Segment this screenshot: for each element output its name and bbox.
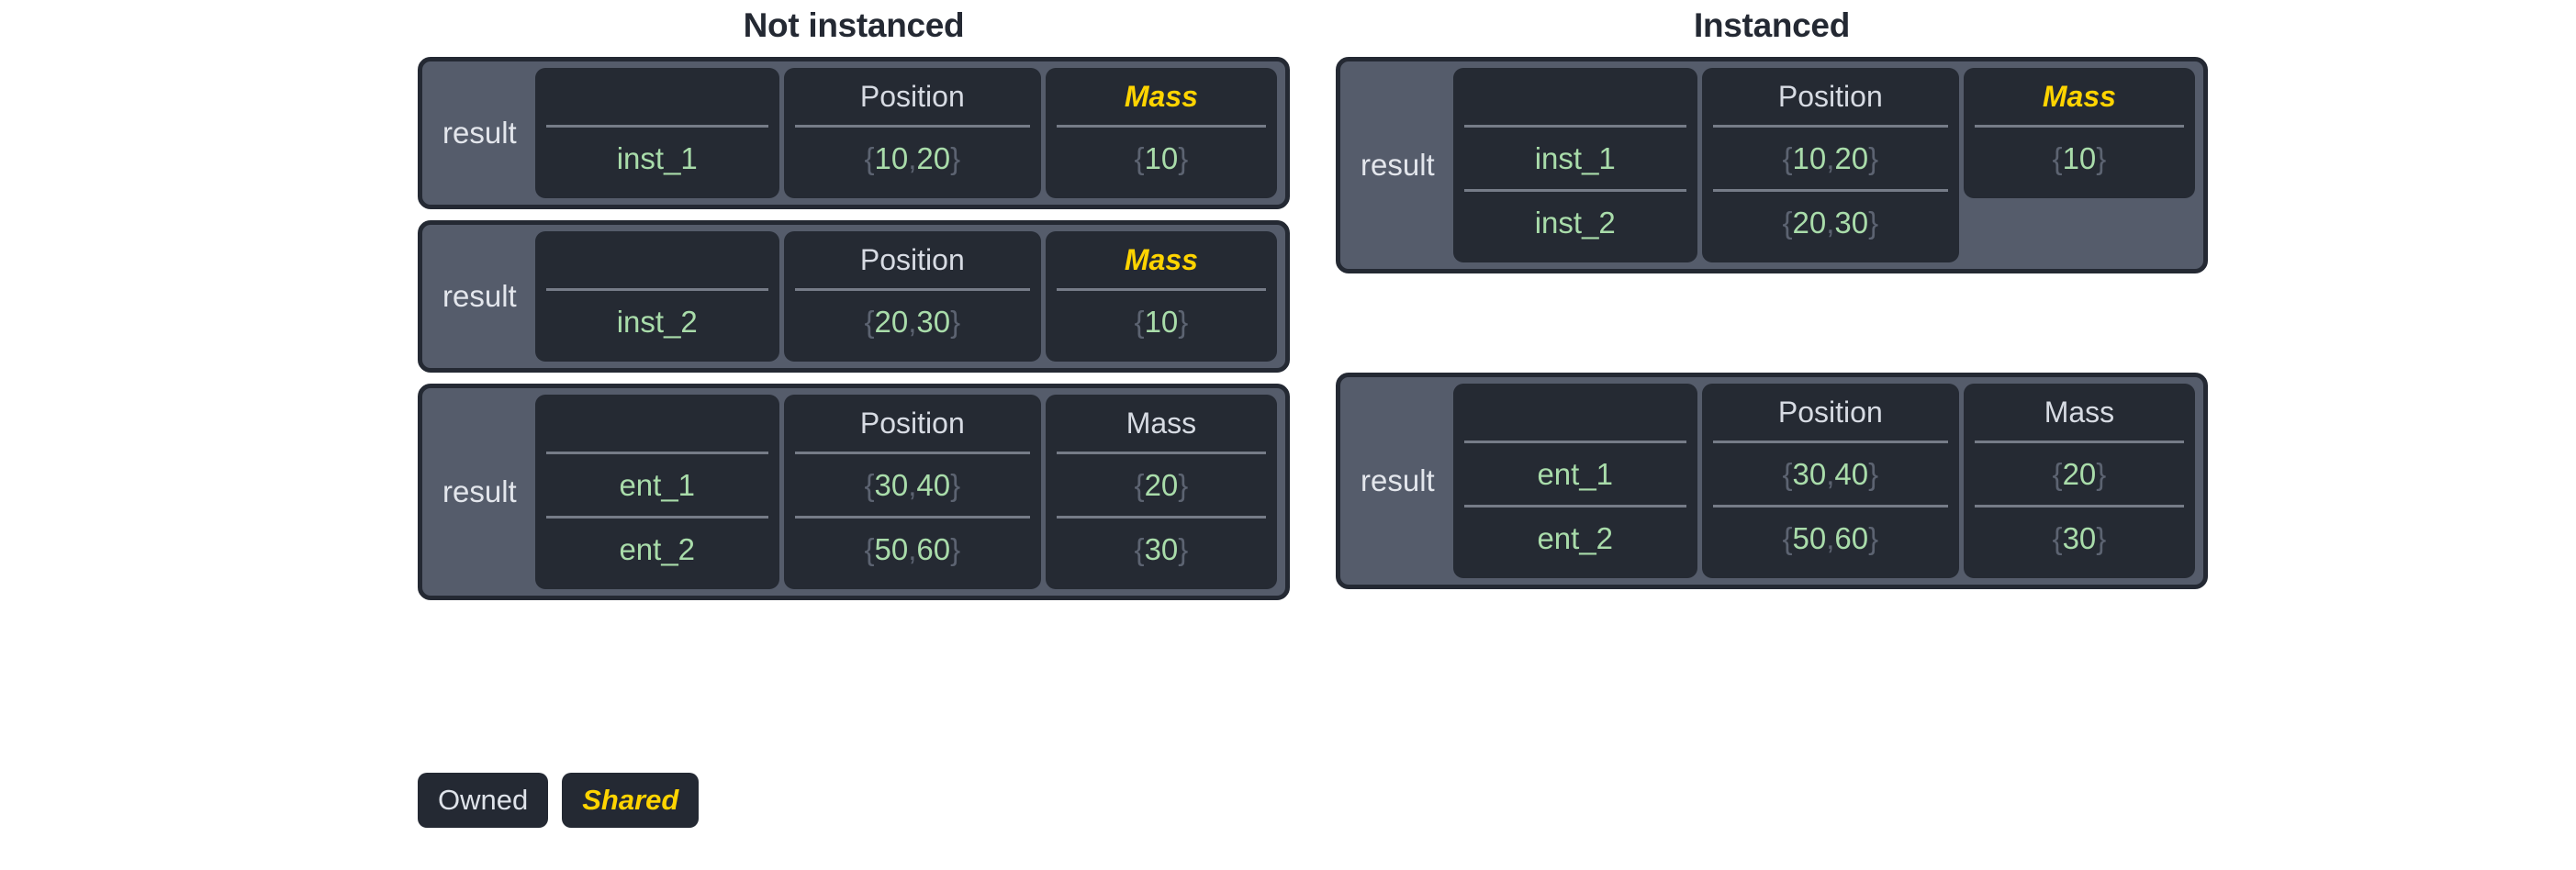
result-label: result [442, 279, 517, 313]
legend-chip-shared: Shared [562, 773, 700, 828]
component-column-position: Position {20, 30} [783, 231, 1041, 362]
column-padding [1057, 189, 1266, 198]
component-column-position: Position {10, 20}{20, 30} [1701, 68, 1959, 262]
component-value-cell: ent_1 [545, 452, 768, 516]
component-header-name [1464, 384, 1686, 441]
component-value-cell: ent_2 [1463, 505, 1686, 569]
component-column-position: Position {30, 40}{50, 60} [783, 395, 1041, 589]
component-column-mass: Mass {20}{30} [1963, 384, 2195, 578]
component-value-cell: {10} [1974, 125, 2184, 189]
component-column-mass: Mass {10} [1963, 68, 2195, 198]
component-column-mass: Mass {10} [1045, 68, 1277, 198]
result-label: result [1361, 148, 1435, 182]
component-value-cell: {10, 20} [794, 125, 1030, 189]
component-value-cell: {10, 20} [1712, 125, 1948, 189]
component-columns: inst_2 Position {20, 30} Mass {10} [534, 231, 1277, 362]
column-padding [795, 580, 1030, 589]
column-padding [795, 189, 1030, 198]
component-header-position: Position [859, 242, 965, 276]
column-padding [1975, 189, 2184, 198]
component-value-cell: inst_2 [1463, 189, 1686, 253]
component-value-cell: {10} [1056, 125, 1266, 189]
component-header-mass: Mass [1124, 79, 1198, 113]
component-value-cell: inst_2 [545, 288, 768, 352]
component-header-position: Position [1777, 395, 1883, 429]
component-value-cell: ent_2 [545, 516, 768, 580]
component-header-position: Position [859, 406, 965, 440]
component-value-cell: inst_1 [545, 125, 768, 189]
component-header-mass: Mass [1124, 242, 1198, 276]
component-header-name [546, 395, 768, 452]
column-padding [546, 580, 768, 589]
component-header-mass: Mass [2042, 79, 2116, 113]
component-value-cell: {50, 60} [794, 516, 1030, 580]
component-header-name [546, 68, 768, 125]
component-value-cell: {10} [1056, 288, 1266, 352]
result-label: result [442, 474, 517, 508]
component-value-cell: {20, 30} [1712, 189, 1948, 253]
column-padding [546, 352, 768, 362]
component-value-cell: {30, 40} [1712, 441, 1948, 505]
component-value-cell: ent_1 [1463, 441, 1686, 505]
column-padding [1713, 569, 1948, 578]
component-value-cell: {50, 60} [1712, 505, 1948, 569]
section-title-instanced: Instanced [1693, 6, 1850, 44]
column-padding [1464, 253, 1686, 262]
legend-chip-owned: Owned [418, 773, 549, 828]
result-box: result inst_2 Position {20, 30} Mass {10} [418, 220, 1290, 373]
component-value-cell: {30} [1974, 505, 2184, 569]
component-value-cell: {20} [1056, 452, 1266, 516]
column-padding [795, 352, 1030, 362]
component-column-position: Position {10, 20} [783, 68, 1041, 198]
column-padding [1713, 253, 1948, 262]
result-label: result [442, 116, 517, 150]
component-value-cell: {20} [1974, 441, 2184, 505]
component-column-mass: Mass {20}{30} [1045, 395, 1277, 589]
column-padding [1464, 569, 1686, 578]
component-value-cell: inst_1 [1463, 125, 1686, 189]
component-value-cell: {30} [1056, 516, 1266, 580]
component-header-position: Position [1777, 79, 1883, 113]
component-column-position: Position {30, 40}{50, 60} [1701, 384, 1959, 578]
column-padding [546, 189, 768, 198]
component-column-name: inst_2 [534, 231, 779, 362]
component-header-mass: Mass [2044, 395, 2115, 429]
column-padding [1057, 580, 1266, 589]
column-padding [1057, 352, 1266, 362]
component-value-cell: {20, 30} [794, 288, 1030, 352]
component-header-position: Position [859, 79, 965, 113]
component-columns: inst_1 Position {10, 20} Mass {10} [534, 68, 1277, 198]
column-padding [1975, 569, 2184, 578]
component-header-name [546, 231, 768, 288]
component-column-mass: Mass {10} [1045, 231, 1277, 362]
component-header-name [1464, 68, 1686, 125]
component-value-cell: {30, 40} [794, 452, 1030, 516]
component-column-name: inst_1 [534, 68, 779, 198]
result-label: result [1361, 463, 1435, 497]
section-title-not-instanced: Not instanced [743, 6, 965, 44]
component-header-mass: Mass [1126, 406, 1197, 440]
result-box: result inst_1 Position {10, 20} Mass {10} [418, 57, 1290, 209]
